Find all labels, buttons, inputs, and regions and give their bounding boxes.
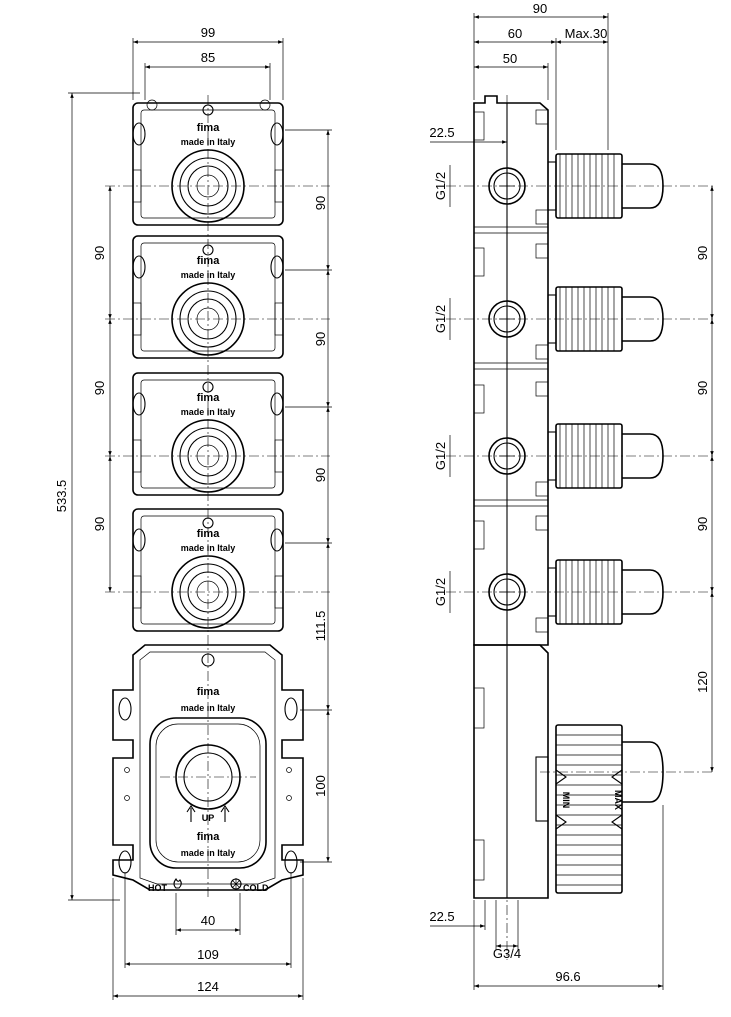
- front-dimension-lines: [70, 40, 330, 998]
- module-brand-text: fima: [197, 122, 221, 134]
- dim-offset-top: 22.5: [429, 125, 454, 140]
- dim-right-spacing-5: 100: [313, 775, 328, 797]
- side-center-lines: [446, 95, 715, 960]
- dim-right-spacing-2: 90: [313, 332, 328, 346]
- dim-left-spacing-3: 90: [92, 517, 107, 531]
- dim-depth-60: 60: [508, 26, 522, 41]
- dim-right-spacing-4: 111.5: [313, 611, 328, 642]
- side-modules: [473, 95, 549, 646]
- dim-inlet-thread: G3/4: [493, 946, 521, 961]
- module-brand-text: fima: [197, 255, 221, 267]
- module-brand-text: fima: [197, 528, 221, 540]
- dim-bottom-width-1: 109: [197, 947, 219, 962]
- base-brand-text-2: fima: [197, 831, 221, 843]
- module-origin-text: made in Italy: [181, 137, 236, 147]
- side-extension-lines: [473, 13, 664, 990]
- min-marker-label: MIN: [561, 792, 571, 809]
- dim-bolt-spacing-top: 85: [201, 50, 215, 65]
- dim-thread-4: G1/2: [433, 578, 448, 606]
- dim-right-spacing-1: 90: [313, 196, 328, 210]
- side-stems: [547, 153, 664, 625]
- dim-left-spacing-2: 90: [92, 381, 107, 395]
- hot-label: HOT: [148, 883, 168, 893]
- dim-left-spacing-1: 90: [92, 246, 107, 260]
- dim-overall-height: 533.5: [54, 480, 69, 513]
- dim-offset-bottom: 22.5: [429, 909, 454, 924]
- base-brand-text: fima: [197, 686, 221, 698]
- dim-side-spacing-1: 90: [695, 246, 710, 260]
- dim-overall-depth: 96.6: [555, 969, 580, 984]
- module-origin-text: made in Italy: [181, 407, 236, 417]
- dim-right-spacing-3: 90: [313, 468, 328, 482]
- front-center-lines: [105, 95, 330, 900]
- dim-thread-3: G1/2: [433, 442, 448, 470]
- dim-thread-2: G1/2: [433, 305, 448, 333]
- dim-bottom-width-2: 124: [197, 979, 219, 994]
- dim-overall-width-top: 99: [201, 25, 215, 40]
- front-dimension-labels: 99 85 533.5 90 90 90 90 90 90 111.5 100 …: [54, 25, 328, 994]
- dim-side-spacing-4: 120: [695, 671, 710, 693]
- module-brand-text: fima: [197, 392, 221, 404]
- dim-side-spacing-2: 90: [695, 381, 710, 395]
- max-marker-label: MAX: [613, 790, 623, 810]
- dim-depth-max: Max.30: [565, 26, 608, 41]
- side-dimension-lines: [430, 15, 714, 988]
- front-view: fima made in Italy fima made in Italy: [54, 25, 332, 1000]
- dim-inlet-spacing: 40: [201, 913, 215, 928]
- side-view: MIN MAX: [429, 1, 715, 990]
- side-base: MIN MAX: [473, 644, 664, 899]
- side-dimension-labels: 90 60 Max.30 50 22.5 G1/2 G1/2 G1/2 G1/2…: [429, 1, 710, 984]
- cold-label: COLD: [243, 883, 269, 893]
- dim-depth-total: 90: [533, 1, 547, 16]
- dim-thread-1: G1/2: [433, 172, 448, 200]
- front-extension-lines: [68, 38, 332, 1000]
- dim-side-spacing-3: 90: [695, 517, 710, 531]
- dim-depth-50: 50: [503, 51, 517, 66]
